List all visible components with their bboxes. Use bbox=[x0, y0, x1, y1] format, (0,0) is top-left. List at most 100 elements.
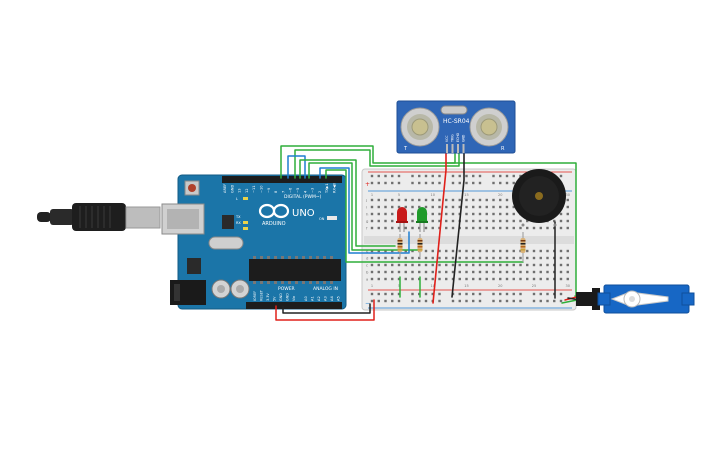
terminal-hole bbox=[445, 226, 448, 230]
terminal-hole bbox=[532, 270, 536, 274]
terminal-hole bbox=[384, 205, 387, 209]
terminal-hole bbox=[519, 256, 522, 260]
terminal-hole bbox=[492, 256, 495, 260]
terminal-hole bbox=[424, 205, 428, 209]
rail-hole bbox=[391, 181, 394, 185]
rail-hole bbox=[472, 181, 475, 185]
terminal-hole bbox=[404, 256, 407, 260]
rail-hole bbox=[377, 174, 380, 178]
rail-hole bbox=[397, 181, 401, 185]
terminal-hole bbox=[532, 249, 536, 253]
terminal-hole bbox=[431, 212, 434, 216]
rail-hole bbox=[539, 292, 542, 296]
rail-hole bbox=[546, 299, 549, 303]
terminal-hole bbox=[458, 256, 461, 260]
terminal-hole bbox=[391, 212, 394, 216]
terminal-hole bbox=[553, 219, 556, 223]
terminal-hole bbox=[404, 198, 407, 202]
terminal-hole bbox=[370, 212, 374, 216]
piezo-buzzer bbox=[512, 169, 566, 227]
terminal-hole bbox=[512, 249, 515, 253]
terminal-hole bbox=[411, 263, 414, 267]
terminal-hole bbox=[418, 263, 421, 267]
terminal-hole bbox=[512, 256, 515, 260]
terminal-hole bbox=[418, 226, 421, 230]
terminal-hole bbox=[478, 256, 482, 260]
terminal-hole bbox=[499, 277, 502, 281]
terminal-hole bbox=[391, 219, 394, 223]
rail-hole bbox=[519, 174, 522, 178]
digital-pin-label: 13 bbox=[238, 188, 242, 193]
digital-header-label: DIGITAL (PWM~) bbox=[284, 194, 322, 200]
terminal-hole bbox=[546, 256, 549, 260]
rail-hole bbox=[539, 299, 542, 303]
digital-pin-label: AREF bbox=[223, 184, 227, 193]
terminal-hole bbox=[546, 226, 549, 230]
terminal-hole bbox=[566, 270, 569, 274]
row-letter: b bbox=[366, 270, 369, 275]
terminal-hole bbox=[438, 219, 441, 223]
terminal-hole bbox=[377, 198, 380, 202]
terminal-hole bbox=[391, 249, 394, 253]
terminal-hole bbox=[519, 263, 522, 267]
terminal-hole bbox=[431, 270, 434, 274]
rail-hole bbox=[472, 299, 475, 303]
terminal-hole bbox=[418, 256, 421, 260]
on-label: ON bbox=[319, 217, 325, 221]
terminal-hole bbox=[526, 249, 529, 253]
terminal-hole bbox=[384, 219, 387, 223]
column-number: 30 bbox=[566, 284, 570, 288]
rail-hole bbox=[458, 181, 461, 185]
terminal-hole bbox=[445, 277, 448, 281]
terminal-hole bbox=[485, 249, 488, 253]
terminal-hole bbox=[546, 249, 549, 253]
rail-hole bbox=[370, 174, 374, 178]
terminal-hole bbox=[451, 277, 455, 281]
terminal-hole bbox=[404, 270, 407, 274]
rail-hole bbox=[411, 292, 414, 296]
terminal-hole bbox=[512, 212, 515, 216]
terminal-hole bbox=[377, 270, 380, 274]
terminal-hole bbox=[411, 277, 414, 281]
terminal-hole bbox=[458, 205, 461, 209]
terminal-hole bbox=[458, 277, 461, 281]
column-number: 5 bbox=[398, 284, 400, 288]
analog-pin-label: A2 bbox=[317, 296, 321, 301]
terminal-hole bbox=[546, 270, 549, 274]
terminal-hole bbox=[532, 277, 536, 281]
terminal-hole bbox=[519, 226, 522, 230]
terminal-hole bbox=[451, 198, 455, 202]
resistor-1 bbox=[397, 234, 403, 258]
row-letter: e bbox=[366, 249, 369, 254]
terminal-hole bbox=[418, 270, 421, 274]
terminal-hole bbox=[505, 256, 509, 260]
terminal-hole bbox=[418, 205, 421, 209]
terminal-hole bbox=[438, 256, 441, 260]
terminal-hole bbox=[438, 205, 441, 209]
terminal-hole bbox=[391, 256, 394, 260]
terminal-hole bbox=[478, 249, 482, 253]
terminal-hole bbox=[526, 263, 529, 267]
terminal-hole bbox=[505, 263, 509, 267]
rail-hole bbox=[424, 299, 428, 303]
terminal-hole bbox=[384, 277, 387, 281]
terminal-hole bbox=[424, 249, 428, 253]
terminal-hole bbox=[492, 226, 495, 230]
rail-hole bbox=[391, 299, 394, 303]
terminal-hole bbox=[485, 205, 488, 209]
sensor-left-corner-label: T bbox=[403, 146, 408, 152]
terminal-hole bbox=[472, 226, 475, 230]
terminal-hole bbox=[438, 198, 441, 202]
terminal-hole bbox=[499, 249, 502, 253]
rail-hole bbox=[370, 181, 374, 185]
row-letter: f bbox=[366, 226, 368, 231]
terminal-hole bbox=[485, 256, 488, 260]
rail-hole bbox=[519, 299, 522, 303]
terminal-hole bbox=[411, 249, 414, 253]
rail-hole bbox=[478, 299, 482, 303]
rail-hole bbox=[384, 299, 387, 303]
terminal-hole bbox=[445, 198, 448, 202]
power-pin-label: RESET bbox=[260, 289, 264, 301]
terminal-hole bbox=[445, 256, 448, 260]
